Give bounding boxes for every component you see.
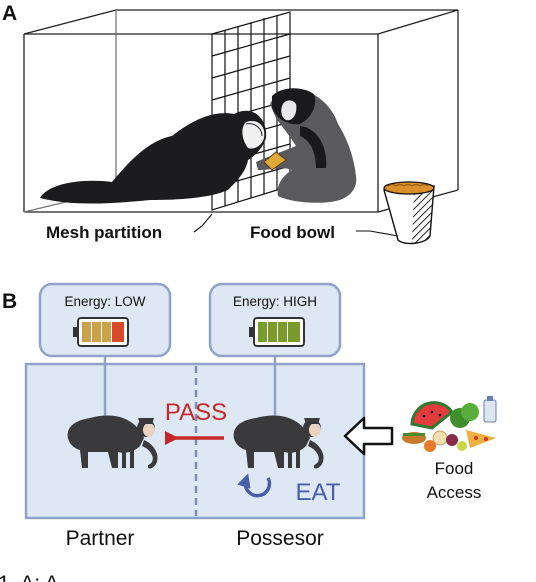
- eat-label: EAT: [296, 479, 341, 506]
- partner-energy-label: Energy: LOW: [64, 294, 145, 309]
- possessor-name: Possesor: [236, 527, 324, 550]
- bowl-callout-line: [356, 230, 399, 237]
- pass-label: PASS: [165, 399, 227, 426]
- monkey-right-silhouette: [256, 88, 357, 203]
- panel-b-label: B: [2, 290, 17, 313]
- possessor-energy-label: Energy: HIGH: [233, 294, 317, 309]
- food-icon: [402, 396, 497, 452]
- battery-icon: [73, 317, 129, 347]
- panel-a-label: A: [2, 2, 17, 25]
- food-item-exchange: [263, 151, 287, 171]
- circular-arrow-icon: [237, 473, 272, 498]
- monkey-left-silhouette: [40, 110, 267, 204]
- food-access-line1: Food: [435, 459, 474, 478]
- mesh-partition-label: Mesh partition: [46, 223, 162, 242]
- mesh-callout-line: [193, 213, 213, 233]
- partner-name: Partner: [66, 527, 135, 550]
- caption-fragment: 1. A: A: [0, 572, 59, 582]
- food-bowl-label: Food bowl: [250, 223, 335, 242]
- food-bowl: [383, 181, 435, 245]
- hollow-arrow-icon: [343, 416, 394, 456]
- battery-icon: [249, 317, 305, 347]
- food-access-line2: Access: [427, 483, 482, 502]
